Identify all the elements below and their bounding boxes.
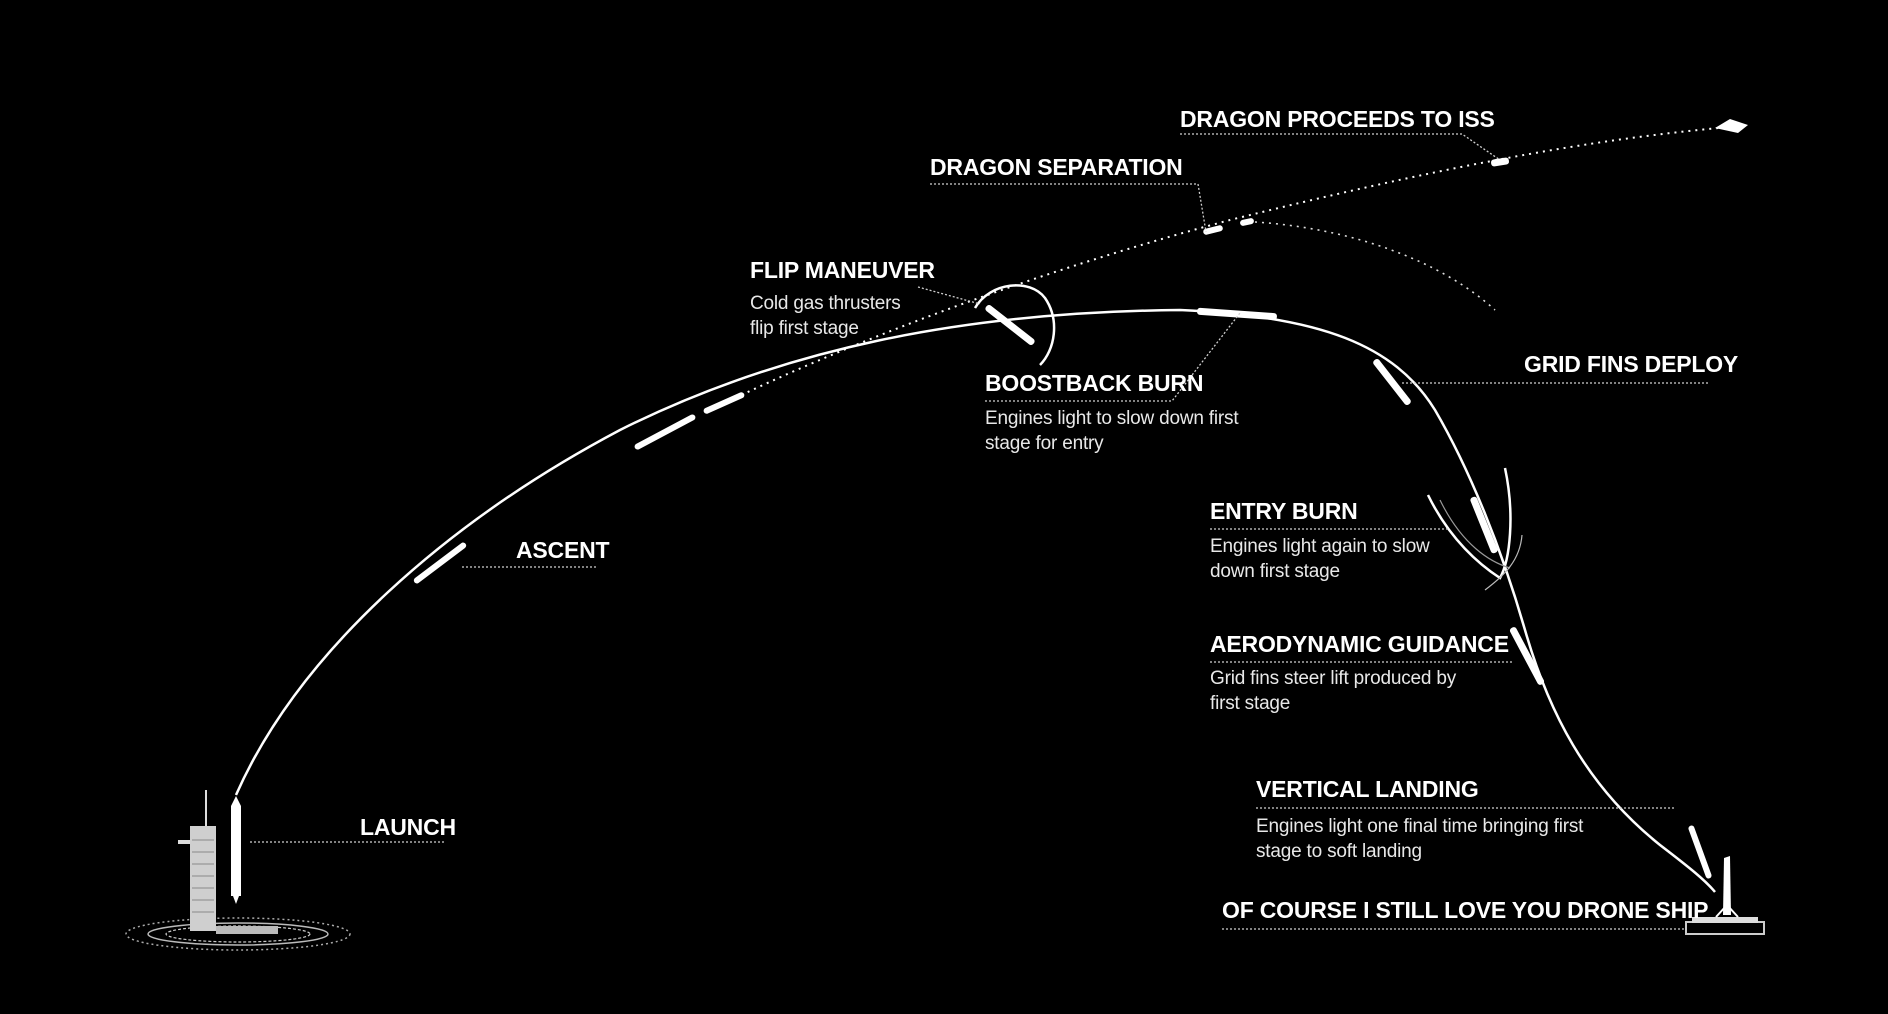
entry-burn-plume-inner (1439, 499, 1511, 569)
second-stage-drop-trajectory (1254, 221, 1496, 311)
rocket-ascent-1-icon (413, 542, 467, 584)
rocket-ascent-3-icon (703, 392, 745, 414)
ascent-label: ASCENT (516, 537, 610, 563)
flip-maneuver-desc-1: Cold gas thrusters (750, 293, 901, 314)
entry-burn-desc-2: down first stage (1210, 561, 1340, 582)
rocket-aero-icon (1509, 627, 1545, 685)
flip-maneuver-label: FLIP MANEUVER (750, 257, 935, 283)
leader-lines (250, 133, 1710, 930)
boostback-burn-desc-2: stage for entry (985, 433, 1104, 454)
boostback-burn-label: BOOSTBACK BURN (985, 370, 1204, 396)
flip-arc (973, 284, 1056, 366)
rocket-landing-icon (1688, 825, 1712, 879)
rocket-ascent-2-icon (634, 414, 696, 450)
grid-fins-label: GRID FINS DEPLOY (1524, 351, 1739, 377)
launch-pad-icon (125, 790, 351, 951)
drone-ship-icon (1685, 856, 1765, 935)
aero-guidance-label: AERODYNAMIC GUIDANCE (1210, 631, 1509, 657)
aero-guidance-desc-2: first stage (1210, 693, 1291, 714)
flip-maneuver-desc-2: flip first stage (750, 318, 859, 339)
first-stage-trajectory (234, 308, 1716, 893)
boostback-burn-desc-1: Engines light to slow down first (985, 408, 1239, 429)
second-stage-trajectory (734, 126, 1731, 399)
dragon-proceeds-label: DRAGON PROCEEDS TO ISS (1180, 106, 1495, 132)
dragon-capsule-icon (1490, 119, 1748, 167)
vertical-landing-desc-2: stage to soft landing (1256, 841, 1422, 862)
vertical-landing-desc-1: Engines light one final time bringing fi… (1256, 816, 1584, 837)
entry-burn-plume-outer (1484, 534, 1523, 591)
launch-label: LAUNCH (360, 814, 456, 840)
rocket-entry-icon (1470, 496, 1498, 554)
drone-ship-label: OF COURSE I STILL LOVE YOU DRONE SHIP (1222, 897, 1709, 923)
dragon-separation-label: DRAGON SEPARATION (930, 154, 1183, 180)
rocket-grid-fins-icon (1373, 358, 1411, 406)
vertical-landing-label: VERTICAL LANDING (1256, 776, 1479, 802)
entry-burn-label: ENTRY BURN (1210, 498, 1358, 524)
rocket-on-pad-icon (231, 796, 241, 904)
aero-guidance-desc-1: Grid fins steer lift produced by (1210, 668, 1456, 689)
entry-burn-desc-1: Engines light again to slow (1210, 536, 1430, 557)
rocket-boostback-icon (1197, 307, 1277, 321)
second-stage-icon (1203, 218, 1254, 235)
rocket-flip-icon (985, 304, 1035, 346)
